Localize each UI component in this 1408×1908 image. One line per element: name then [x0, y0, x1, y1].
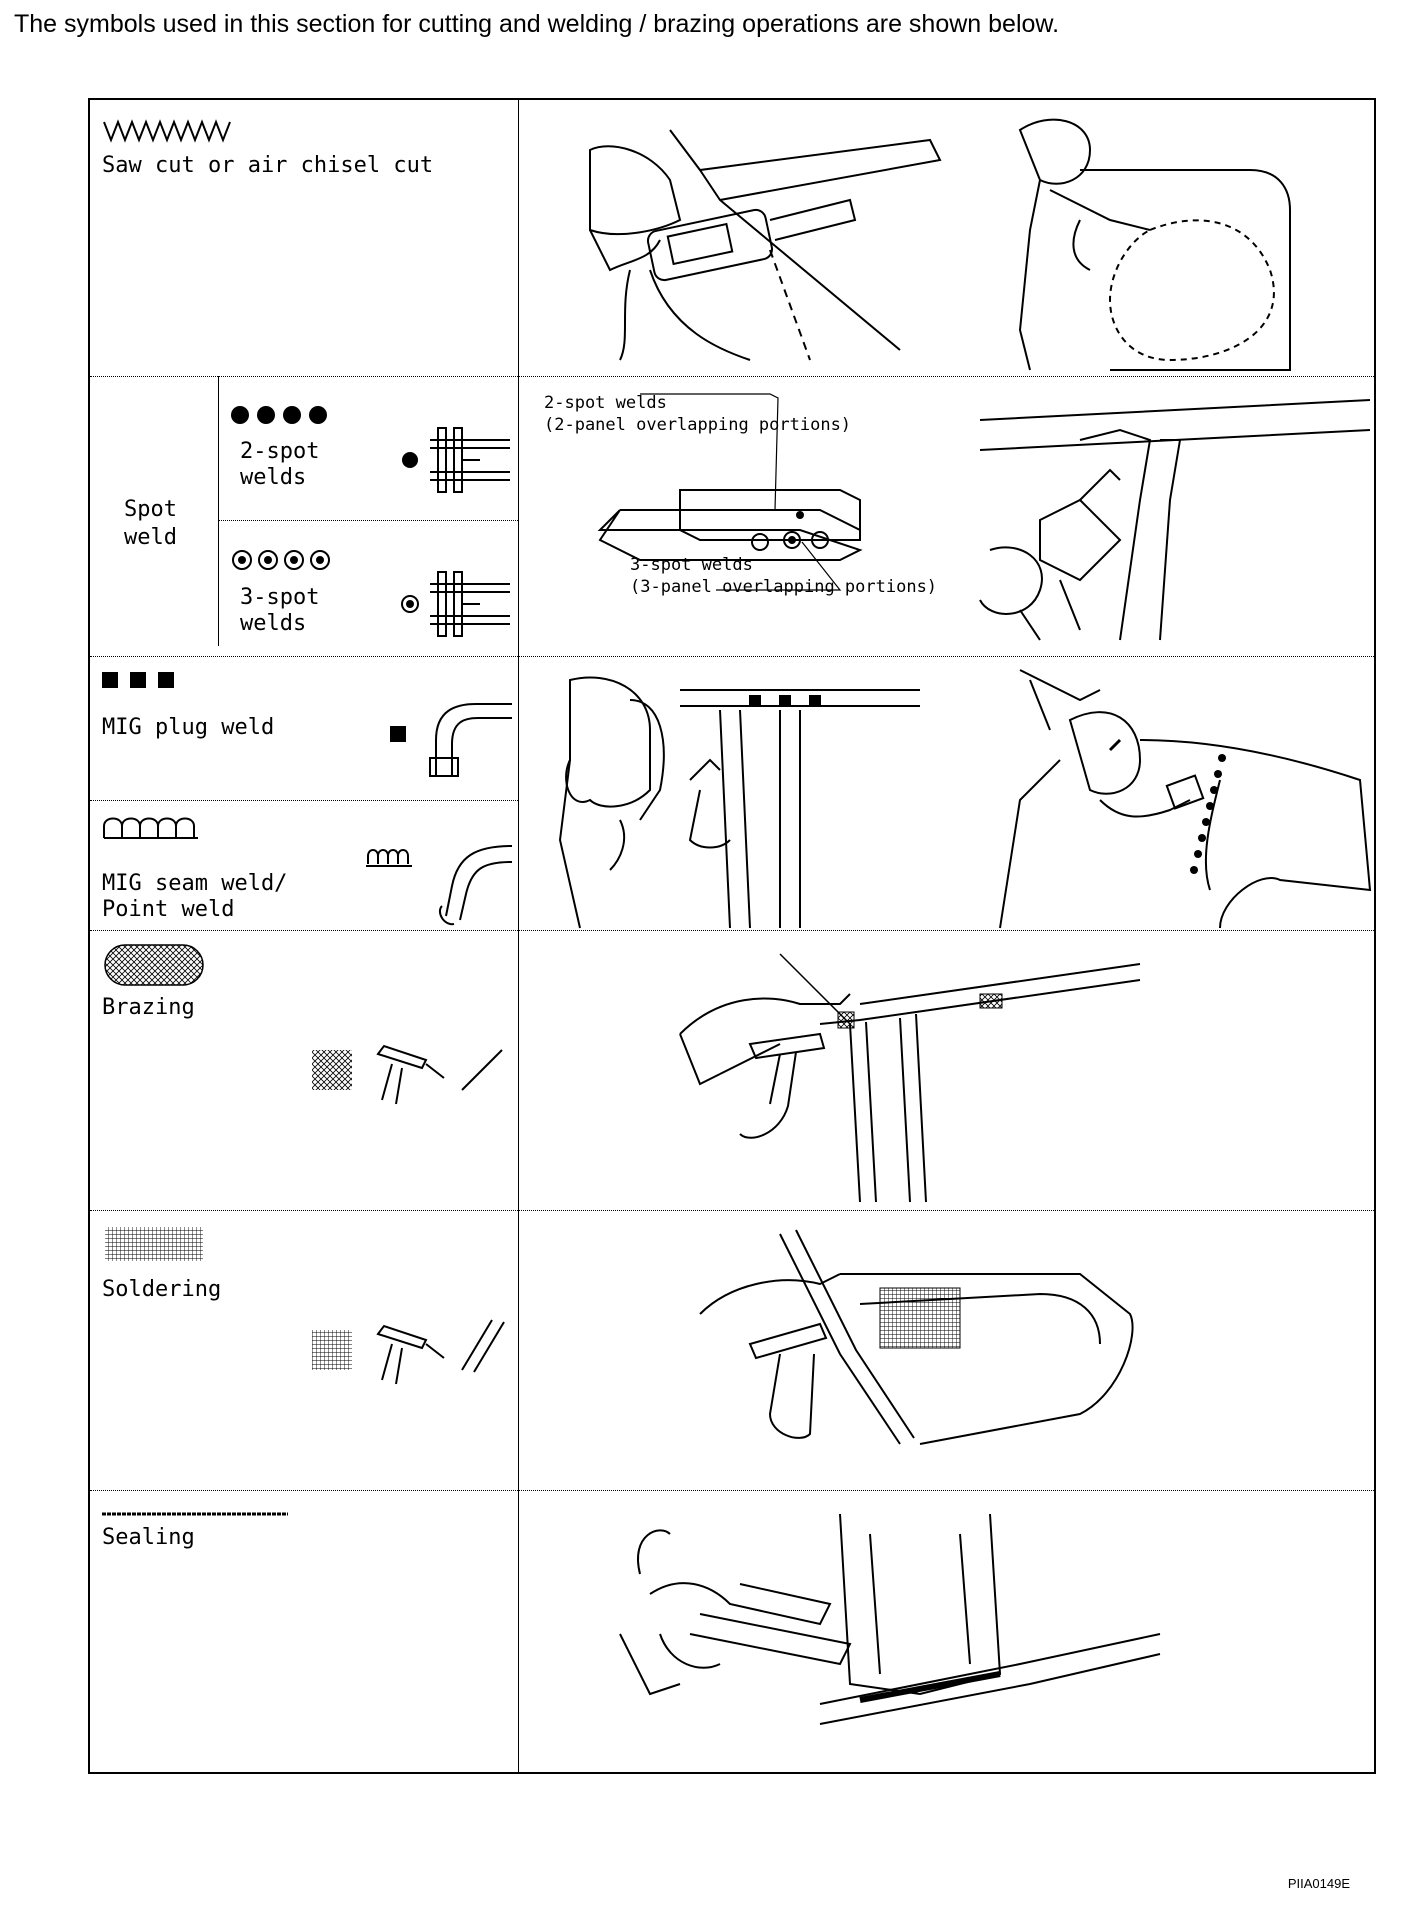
spot-weld-group-label: Spot: [124, 496, 177, 524]
line-icon: [102, 1510, 292, 1518]
brazing-label: Brazing: [102, 994, 195, 1022]
row-divider: [90, 656, 1374, 657]
sealing-illustration: [520, 1494, 1376, 1770]
mig-seam-label: Point weld: [102, 896, 234, 924]
two-spot-label: welds: [240, 464, 306, 492]
row-divider: [90, 1490, 1374, 1491]
symbols-table: Saw cut or air chisel cut Spot weld 2: [88, 98, 1376, 1774]
mig-plug-label: MIG plug weld: [102, 714, 274, 742]
row-divider: [90, 930, 1374, 931]
column-divider: [218, 376, 219, 646]
soldering-torch-icon: [312, 1320, 512, 1400]
ringed-dots-icon: [230, 548, 340, 572]
intro-text: The symbols used in this section for cut…: [14, 8, 1394, 40]
brazing-illustration: [520, 934, 1376, 1204]
grid-rectangle-icon: [104, 1226, 204, 1262]
row-divider: [90, 800, 518, 801]
spot-weld-illustration: [520, 380, 1376, 650]
mig-seam-label: MIG seam weld/: [102, 870, 287, 898]
row-divider: [90, 376, 1374, 377]
sealing-label: Sealing: [102, 1524, 195, 1552]
brazing-torch-icon: [312, 1040, 512, 1120]
solid-squares-icon: [102, 670, 186, 690]
crosshatch-oval-icon: [104, 944, 204, 986]
figure-code: PIIA0149E: [1288, 1876, 1350, 1891]
zigzag-icon: [102, 118, 242, 144]
loops-icon: [102, 812, 202, 842]
mig-torch-icon: [386, 700, 516, 780]
solid-dots-icon: [230, 404, 340, 426]
spot-weld-group-label: weld: [124, 524, 177, 552]
mig-weld-illustration: [520, 660, 1376, 928]
soldering-label: Soldering: [102, 1276, 221, 1304]
three-spot-label: welds: [240, 610, 306, 638]
saw-cut-illustration: [550, 110, 1350, 370]
soldering-illustration: [520, 1214, 1376, 1484]
row-divider: [90, 1210, 1374, 1211]
mig-seam-torch-icon: [366, 836, 516, 926]
column-divider: [518, 100, 519, 1772]
three-spot-label: 3-spot: [240, 584, 319, 612]
saw-cut-label: Saw cut or air chisel cut: [102, 152, 433, 180]
spot-welder-icon: [400, 420, 512, 500]
row-divider: [218, 520, 518, 521]
spot-welder-icon: [400, 564, 512, 644]
two-spot-label: 2-spot: [240, 438, 319, 466]
